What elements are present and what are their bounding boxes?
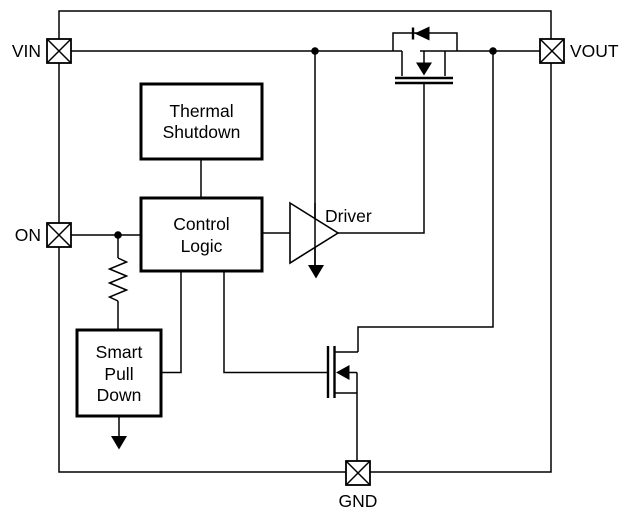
body-diode-triangle [414, 26, 430, 41]
body-diode [411, 26, 430, 41]
pulldown-ground-arrow-icon [111, 436, 127, 450]
gnd-pin-label: GND [339, 491, 378, 511]
smart-pull-down-label-line3: Down [97, 385, 142, 405]
thermal-shutdown-label-line2: Shutdown [163, 122, 241, 142]
control-logic-label-line2: Logic [181, 236, 223, 256]
smart-pull-down-label-line1: Smart [96, 342, 143, 362]
smart-pull-down-box [75, 328, 163, 418]
pass-fet [395, 62, 453, 85]
vout-pin-x-icon [539, 38, 565, 64]
on-pin-label: ON [15, 225, 41, 245]
gnd-pin [345, 460, 371, 486]
pins [46, 38, 565, 486]
junction-dot-on-node [114, 231, 122, 239]
driver-block: Driver [289, 201, 372, 266]
discharge-fet-stubs [334, 351, 358, 394]
discharge-fet [326, 346, 358, 398]
driver-ground-arrow-icon [308, 265, 324, 279]
gnd-pin-x-icon [345, 460, 371, 486]
vin-pin-label: VIN [12, 41, 41, 61]
wire-control-to-discharge-gate [223, 271, 327, 374]
control-logic-box [139, 196, 264, 273]
thermal-shutdown-box [139, 82, 264, 161]
on-pin-x-icon [46, 222, 72, 248]
driver-triangle [289, 201, 340, 265]
vin-pin-x-icon [46, 38, 72, 64]
control-logic-block: Control Logic [139, 196, 264, 273]
vin-pin [46, 38, 72, 64]
vout-pin-label: VOUT [570, 41, 619, 61]
vout-pin [539, 38, 565, 64]
wires [71, 32, 540, 461]
on-pin [46, 222, 72, 248]
junction-dot-vin-rail [311, 47, 319, 55]
wire-driver-to-gate [338, 84, 425, 234]
thermal-shutdown-block: Thermal Shutdown [139, 82, 264, 161]
smart-pull-down-block: Smart Pull Down [75, 328, 163, 418]
wire-pulldown-to-control [161, 271, 182, 374]
thermal-shutdown-label-line1: Thermal [169, 101, 233, 121]
smart-pull-down-label-line2: Pull [104, 364, 133, 384]
discharge-fet-body-arrow [336, 365, 350, 380]
control-logic-label-line1: Control [173, 214, 229, 234]
pass-fet-source-arrow [416, 62, 432, 76]
junction-dot-vout-rail [489, 47, 497, 55]
driver-label: Driver [325, 206, 372, 226]
wire-vout-to-discharge-drain [357, 51, 494, 352]
junction-dots [114, 47, 497, 239]
on-pulldown-resistor [107, 257, 129, 302]
